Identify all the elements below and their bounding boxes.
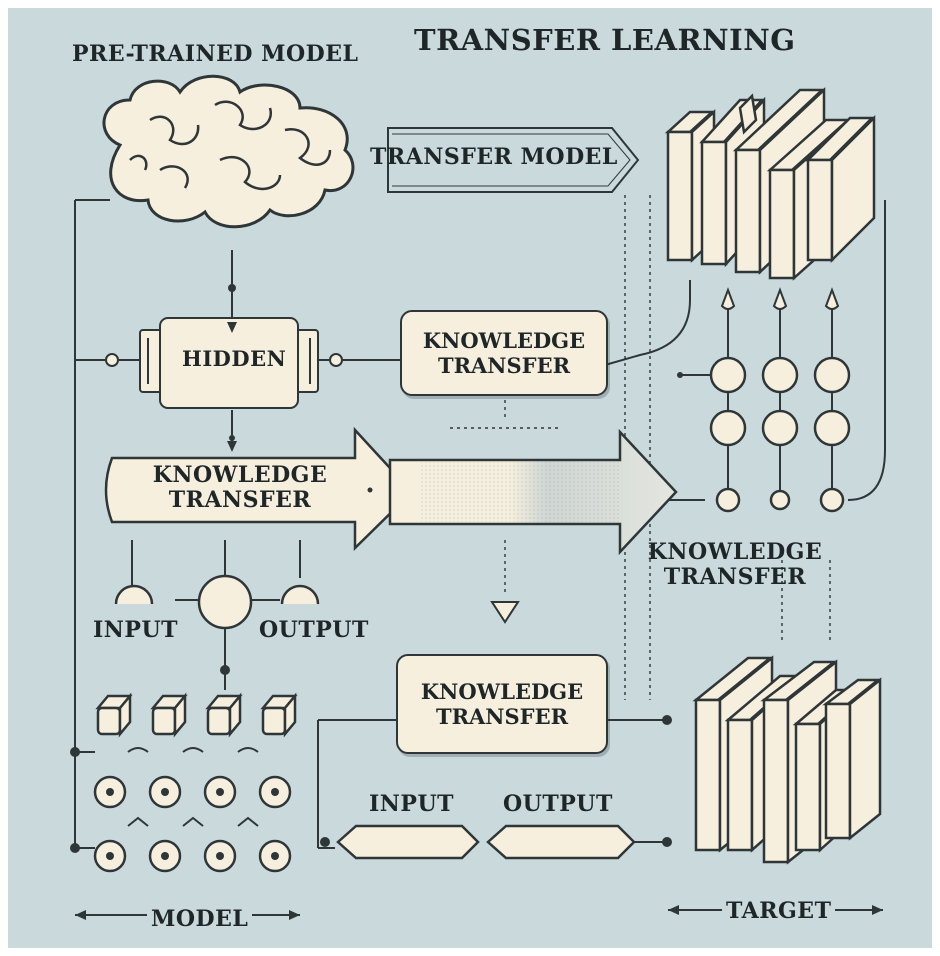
diagram-title: TRANSFER LEARNING (414, 23, 796, 57)
knowledge-transfer-right-label: KNOWLEDGE TRANSFER (647, 539, 823, 591)
model-label: MODEL (147, 906, 253, 933)
knowledge-transfer-box-bottom-label: KNOWLEDGE TRANSFER (420, 678, 584, 729)
input-node (114, 584, 154, 605)
knowledge-transfer-box-top-label: KNOWLEDGE TRANSFER (422, 327, 586, 378)
junction-dots (70, 284, 683, 853)
output-left-label: OUTPUT (259, 617, 369, 643)
transfer-model-arrow (387, 127, 640, 193)
input-bottom-label: INPUT (369, 791, 454, 817)
model-cube (205, 692, 243, 738)
model-cube (150, 692, 188, 738)
knowledge-transfer-arrow-label: KNOWLEDGE TRANSFER (152, 462, 328, 514)
pretrained-model-label: PRE-TRAINED MODEL (72, 41, 359, 67)
model-nodes (93, 775, 292, 873)
brain-icon (102, 74, 355, 229)
input-hexagon (336, 824, 480, 860)
output-bottom-label: OUTPUT (503, 791, 613, 817)
target-label: TARGET (722, 898, 836, 925)
input-left-label: INPUT (93, 617, 178, 643)
network-arrows (720, 287, 840, 310)
knowledge-transfer-box-top: KNOWLEDGE TRANSFER (400, 310, 608, 396)
knowledge-transfer-box-bottom: KNOWLEDGE TRANSFER (396, 654, 608, 754)
model-connections (127, 747, 259, 827)
model-node-centers (106, 788, 279, 860)
model-cube (260, 692, 298, 738)
dimension-arrowheads (75, 322, 883, 920)
output-hexagon (486, 824, 636, 860)
central-node (197, 574, 253, 630)
book-stack-icon (664, 87, 876, 281)
model-grid (95, 692, 298, 738)
target-stack-icon (692, 655, 882, 865)
port-rings (105, 353, 343, 367)
down-triangle (490, 601, 520, 624)
hidden-module (139, 317, 319, 409)
network-links (727, 300, 833, 500)
transfer-model-label: TRANSFER MODEL (370, 144, 618, 170)
output-node (280, 584, 320, 605)
network-nodes (709, 356, 851, 513)
model-cube (95, 692, 133, 738)
hidden-label: HIDDEN (182, 346, 287, 371)
